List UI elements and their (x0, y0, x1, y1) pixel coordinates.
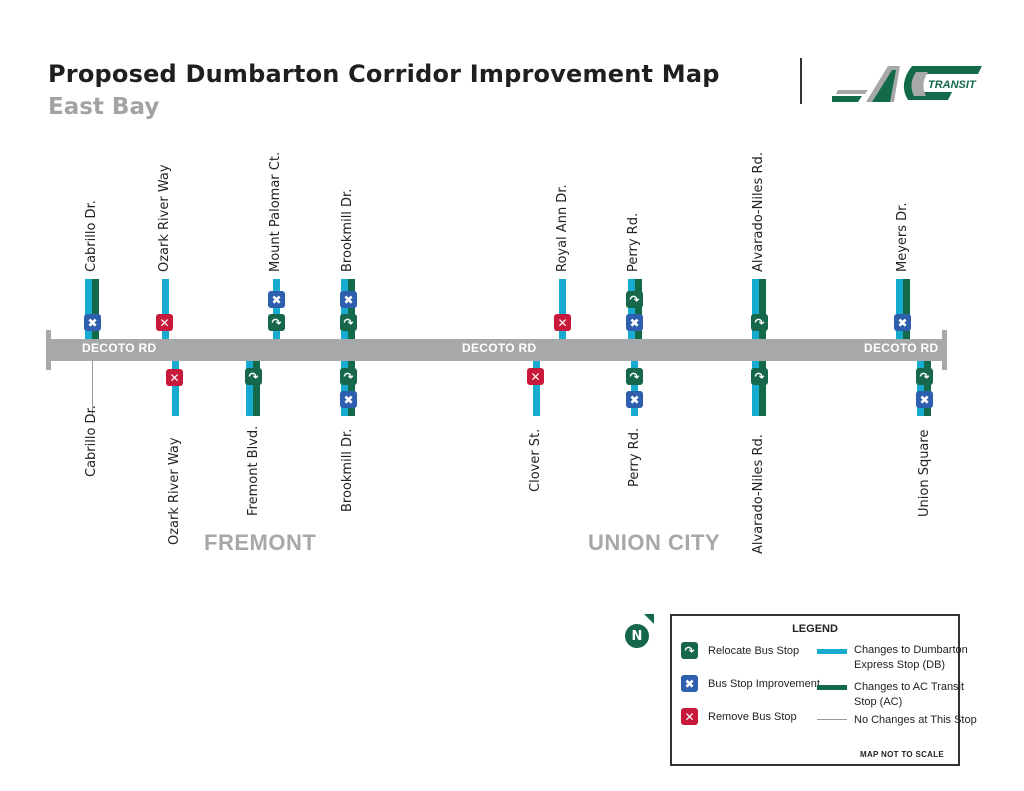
ac-line (759, 361, 766, 416)
city-label-fremont: FREMONT (204, 530, 317, 555)
map-title: Proposed Dumbarton Corridor Improvement … (48, 60, 720, 88)
relocate-icon[interactable]: ↷ (268, 314, 285, 331)
north-arrow-icon (644, 614, 654, 624)
stop-label-north: Brookmill Dr. (340, 188, 355, 272)
improvement-icon[interactable]: ✖ (626, 314, 643, 331)
svg-text:TRANSIT: TRANSIT (928, 79, 977, 91)
remove-icon[interactable]: ✕ (156, 314, 173, 331)
improvement-icon[interactable]: ✖ (916, 391, 933, 408)
legend-ac-label-2: Stop (AC) (854, 696, 903, 708)
ac-line (635, 279, 642, 339)
db-line (752, 279, 759, 339)
stop-label-south: Fremont Blvd. (246, 425, 261, 516)
db-line (631, 361, 638, 416)
db-line (341, 279, 348, 339)
legend-ac-label-1: Changes to AC Transit (854, 681, 965, 693)
north-compass-icon: N (625, 624, 649, 648)
stop-label-south: Clover St. (528, 428, 543, 492)
legend-db-label-2: Express Stop (DB) (854, 659, 946, 671)
remove-icon[interactable]: ✕ (166, 369, 183, 386)
stop-label-south: Union Square (917, 429, 932, 517)
legend-relocate-label: Relocate Bus Stop (708, 645, 800, 657)
remove-icon[interactable]: ✕ (554, 314, 571, 331)
relocate-icon[interactable]: ↷ (626, 291, 643, 308)
remove-icon[interactable]: ✕ (527, 368, 544, 385)
ac-line (348, 361, 355, 416)
ac-line (92, 279, 99, 339)
road-end-right (942, 330, 947, 370)
stop-label-north: Alvarado-Niles Rd. (751, 152, 766, 272)
relocate-icon[interactable]: ↷ (626, 368, 643, 385)
stop-label-south: Perry Rd. (627, 427, 642, 487)
db-line (628, 279, 635, 339)
ac-transit-logo: TRANSIT (832, 62, 984, 106)
db-line (246, 361, 253, 416)
db-line (896, 279, 903, 339)
stop-label-north: Ozark River Way (157, 164, 172, 272)
relocate-icon[interactable]: ↷ (340, 368, 357, 385)
legend-title: LEGEND (792, 623, 838, 635)
road-label-center: DECOTO RD (462, 341, 537, 355)
improvement-icon[interactable]: ✖ (626, 391, 643, 408)
legend-remove-icon: ✕ (681, 708, 698, 725)
road-end-left (46, 330, 51, 370)
stop-label-north: Mount Palomar Ct. (268, 151, 283, 272)
legend-improvement-icon: ✖ (681, 675, 698, 692)
stop-label-north: Cabrillo Dr. (84, 200, 99, 272)
stop-label-south: Ozark River Way (167, 437, 182, 545)
stop-label-south: Alvarado-Niles Rd. (751, 434, 766, 554)
stop-label-north: Royal Ann Dr. (555, 184, 570, 272)
legend-relocate-icon: ↷ (681, 642, 698, 659)
legend-db-swatch (817, 649, 847, 654)
stop-label-south: Brookmill Dr. (340, 428, 355, 512)
db-line (273, 279, 280, 339)
ac-line (924, 361, 931, 416)
db-line (533, 361, 540, 416)
stop-label-north: Meyers Dr. (895, 202, 910, 272)
map-subtitle: East Bay (48, 94, 160, 120)
legend-ac-swatch (817, 685, 847, 690)
improvement-icon[interactable]: ✖ (894, 314, 911, 331)
map-not-to-scale-note: MAP NOT TO SCALE (860, 750, 945, 759)
city-label-union-city: UNION CITY (588, 530, 721, 555)
stop-label-south: Cabrillo Dr. (84, 405, 99, 477)
relocate-icon[interactable]: ↷ (340, 314, 357, 331)
ac-line (759, 279, 766, 339)
legend-box: LEGEND ↷ Relocate Bus Stop ✖ Bus Stop Im… (670, 614, 977, 766)
relocate-icon[interactable]: ↷ (916, 368, 933, 385)
legend-no-change-swatch (817, 719, 847, 720)
decoto-road (49, 339, 943, 361)
road-label-west: DECOTO RD (82, 341, 157, 355)
db-line (559, 279, 566, 339)
legend-db-label-1: Changes to Dumbarton (854, 644, 968, 656)
ac-line (903, 279, 910, 339)
legend-improvement-label: Bus Stop Improvement (708, 678, 820, 690)
db-line (341, 361, 348, 416)
ac-line (253, 361, 260, 416)
relocate-icon[interactable]: ↷ (751, 314, 768, 331)
db-line (752, 361, 759, 416)
no-change-line (92, 361, 93, 416)
improvement-icon[interactable]: ✖ (340, 291, 357, 308)
legend-remove-label: Remove Bus Stop (708, 711, 797, 723)
ac-line (348, 279, 355, 339)
header-divider (800, 58, 802, 104)
stop-label-north: Perry Rd. (626, 212, 641, 272)
legend-no-change-label: No Changes at This Stop (854, 714, 977, 726)
improvement-icon[interactable]: ✖ (268, 291, 285, 308)
relocate-icon[interactable]: ↷ (751, 368, 768, 385)
db-line (85, 279, 92, 339)
improvement-icon[interactable]: ✖ (84, 314, 101, 331)
relocate-icon[interactable]: ↷ (245, 368, 262, 385)
db-line (917, 361, 924, 416)
road-label-east: DECOTO RD (864, 341, 939, 355)
db-line (162, 279, 169, 339)
db-line (172, 361, 179, 416)
improvement-icon[interactable]: ✖ (340, 391, 357, 408)
